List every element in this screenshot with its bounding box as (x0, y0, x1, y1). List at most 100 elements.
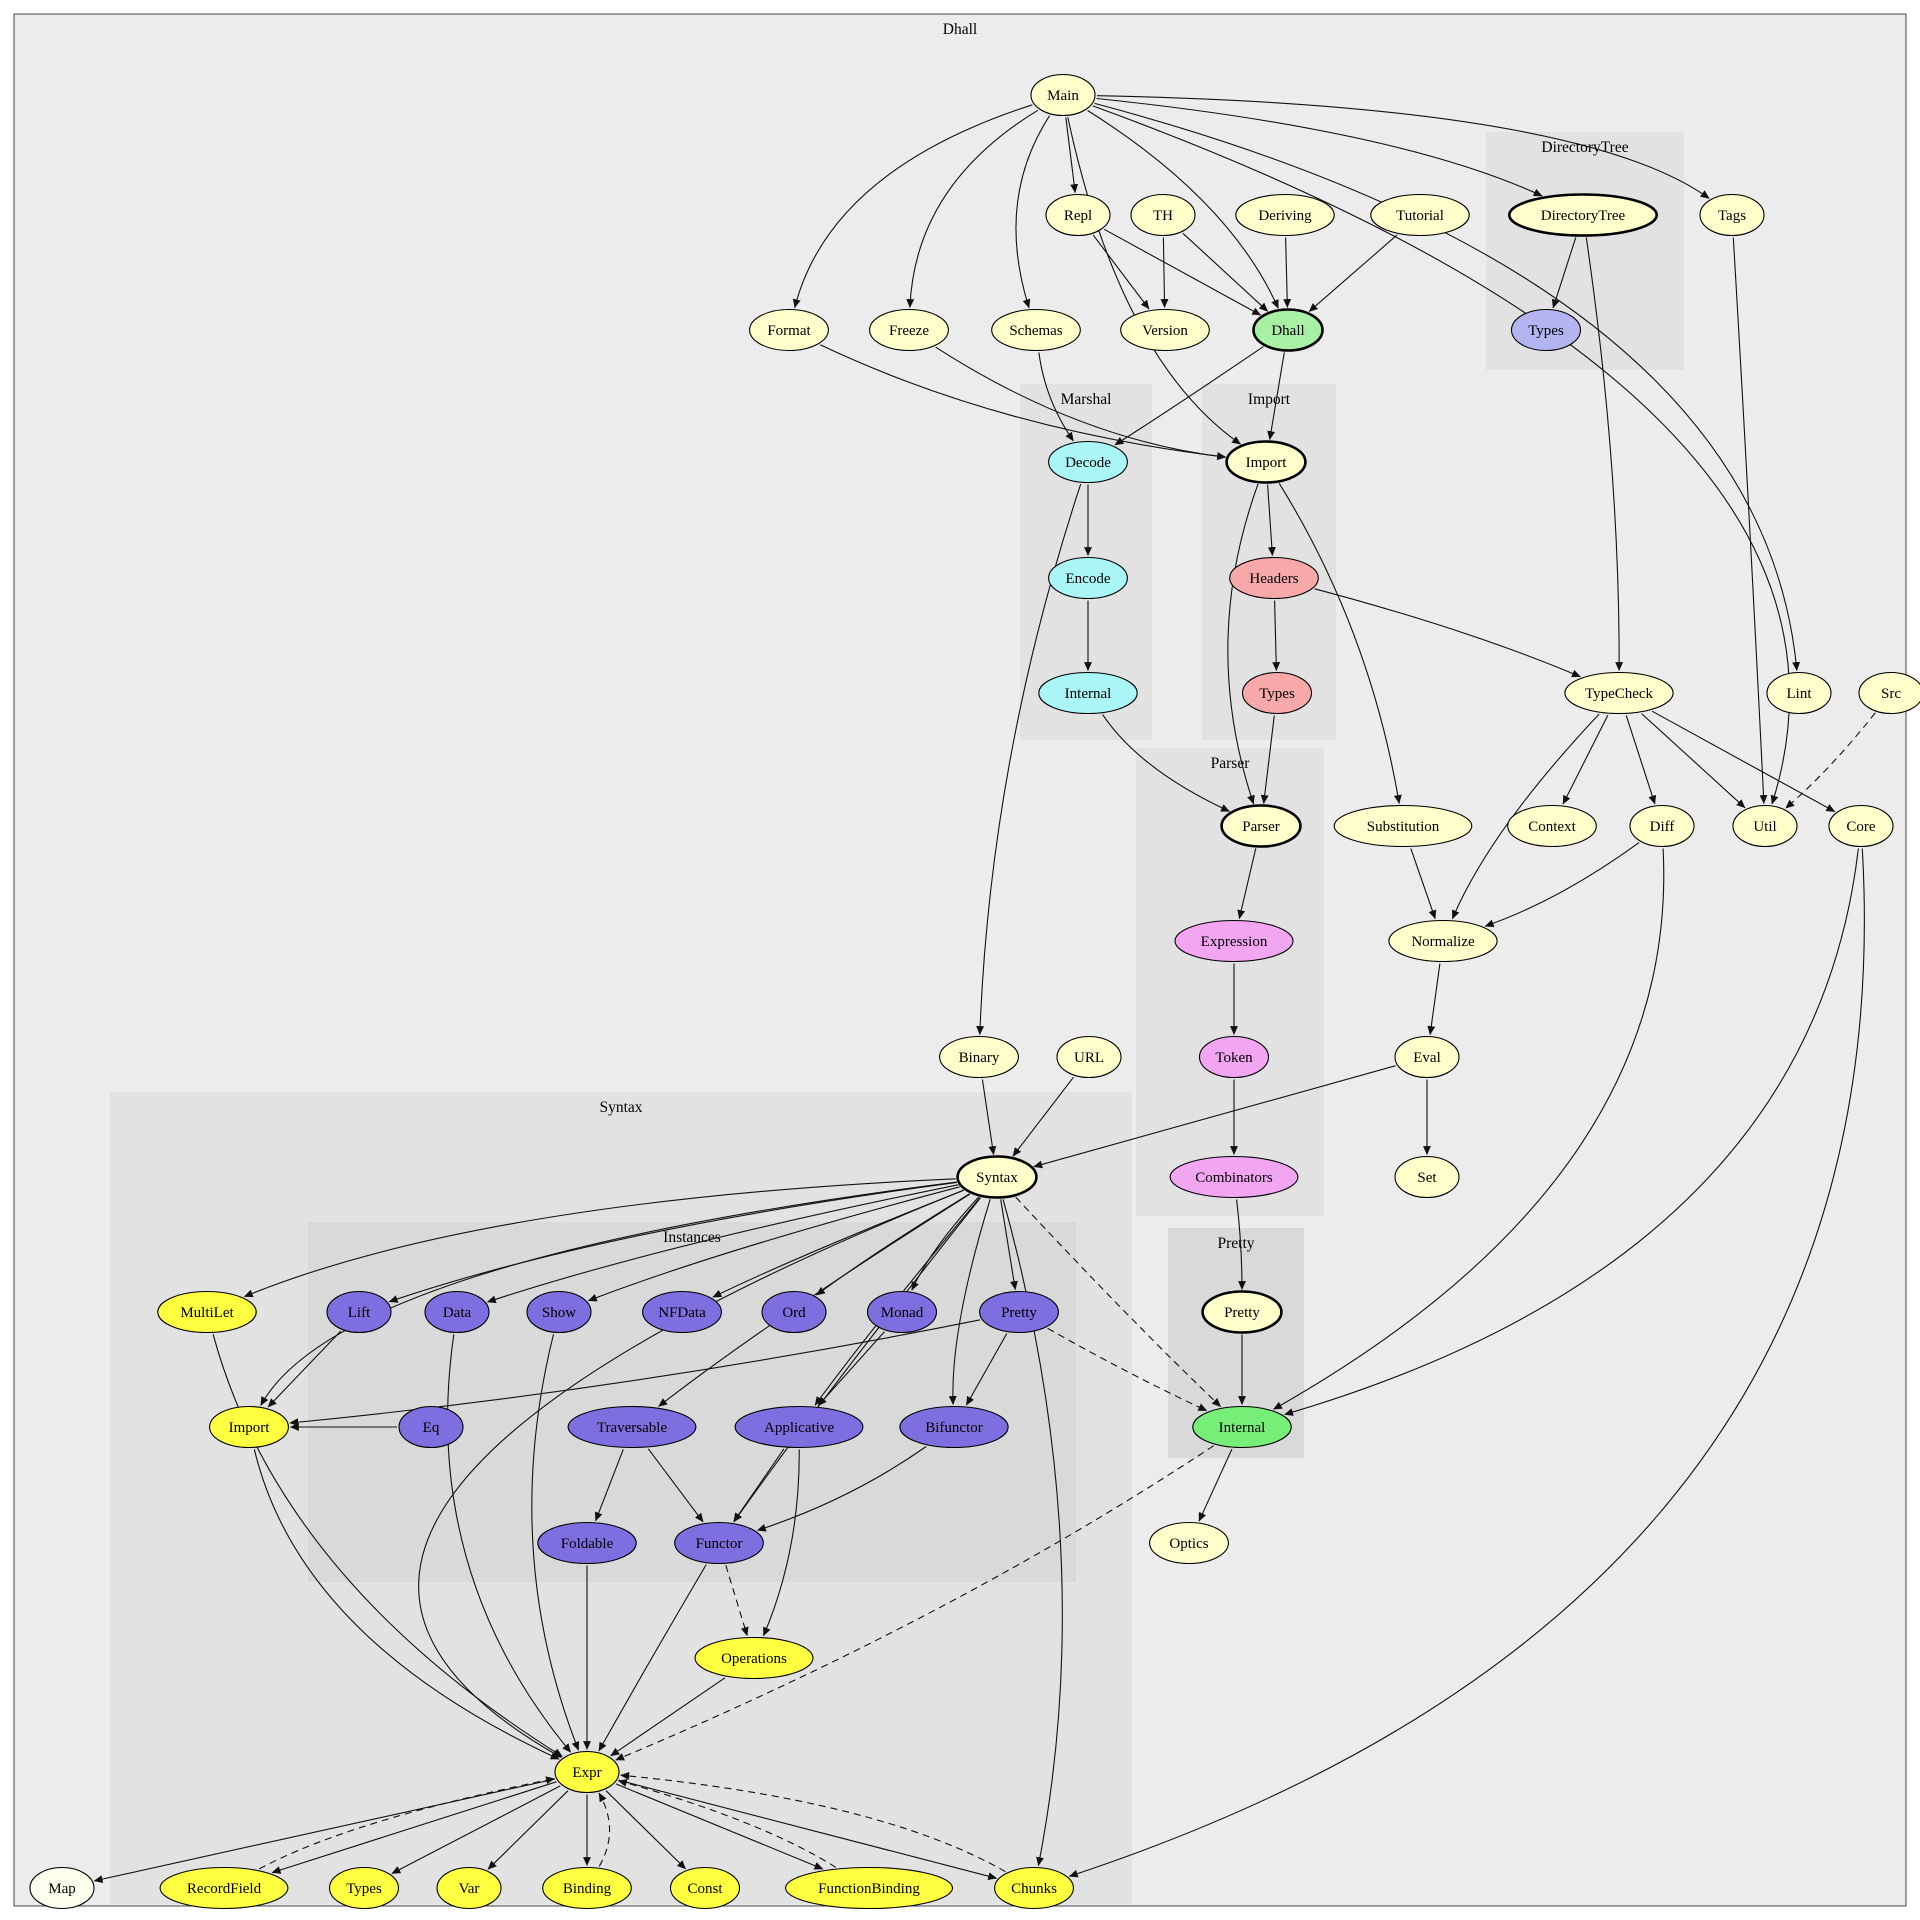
node-foldable: Foldable (537, 1521, 637, 1565)
node-binary: Binary (939, 1035, 1019, 1079)
node-deriving: Deriving (1235, 193, 1335, 237)
node-s_types: Types (328, 1866, 400, 1910)
node-shape-tags (1699, 193, 1765, 237)
node-shape-lift (326, 1290, 392, 1334)
node-shape-encode (1048, 556, 1128, 600)
node-label-s_import: Import (229, 1420, 271, 1436)
node-import: Import (1225, 440, 1307, 484)
node-shape-lint (1766, 671, 1832, 715)
node-shape-var (436, 1866, 502, 1910)
edge-main-tags (1096, 95, 1710, 199)
node-shape-typecheck (1564, 671, 1674, 715)
node-ord: Ord (761, 1290, 827, 1334)
node-label-dt_types: Types (1528, 323, 1564, 339)
node-shape-headers (1229, 556, 1319, 600)
edge-parser-expression (1237, 848, 1257, 920)
node-shape-const (669, 1866, 741, 1910)
node-shape-schemas (991, 308, 1081, 352)
node-shape-token (1198, 1035, 1270, 1079)
node-core: Core (1828, 804, 1894, 848)
edge-recordfield-expr (258, 1776, 555, 1870)
node-label-syntax: Syntax (976, 1170, 1018, 1186)
node-label-recordfield: RecordField (187, 1881, 262, 1897)
node-shape-src (1858, 671, 1920, 715)
node-label-ord: Ord (782, 1305, 806, 1321)
node-label-p_pretty: Pretty (1224, 1305, 1260, 1321)
node-eval: Eval (1394, 1035, 1460, 1079)
edge-binding-expr (598, 1792, 611, 1867)
edge-i_types-parser (1260, 715, 1275, 804)
node-shape-traversable (567, 1405, 697, 1449)
node-shape-format (749, 308, 829, 352)
node-shape-dt_types (1510, 308, 1582, 352)
edge-syntax-p_internal (1015, 1196, 1221, 1407)
edge-th-dhall (1182, 232, 1269, 312)
node-lift: Lift (326, 1290, 392, 1334)
edge-operations-expr (610, 1677, 726, 1757)
edge-i_pretty-p_internal (1047, 1327, 1208, 1412)
node-label-monad: Monad (881, 1305, 924, 1321)
node-shape-monad (866, 1290, 938, 1334)
node-label-import: Import (1246, 455, 1288, 471)
node-shape-m_internal (1038, 671, 1138, 715)
node-binding: Binding (542, 1866, 632, 1910)
edge-syntax-multilet (243, 1178, 956, 1298)
node-shape-import (1225, 440, 1307, 484)
edge-main-schemas (1015, 115, 1051, 309)
edge-dhall-decode (1114, 346, 1264, 446)
node-shape-deriving (1235, 193, 1335, 237)
node-shape-repl (1045, 193, 1111, 237)
node-var: Var (436, 1866, 502, 1910)
node-main: Main (1030, 73, 1096, 117)
node-token: Token (1198, 1035, 1270, 1079)
node-label-set: Set (1417, 1170, 1437, 1186)
node-shape-functionbinding (784, 1866, 954, 1910)
edge-core-p_internal (1284, 848, 1859, 1416)
node-shape-show (526, 1290, 592, 1334)
node-context: Context (1507, 804, 1597, 848)
node-label-var: Var (459, 1881, 480, 1897)
cluster-label-prettyc: Pretty (1217, 1235, 1254, 1252)
edge-normalize-eval (1427, 963, 1441, 1036)
edge-binary-syntax (981, 1079, 997, 1156)
edge-repl-dhall (1103, 228, 1262, 316)
edge-s_import-expr (253, 1449, 560, 1760)
node-dt_types: Types (1510, 308, 1582, 352)
node-label-combinators: Combinators (1195, 1170, 1273, 1186)
node-label-binding: Binding (563, 1881, 612, 1897)
edge-functor-operations (725, 1565, 749, 1637)
node-shape-dhall (1252, 308, 1324, 352)
cluster-label-directorytree: DirectoryTree (1541, 139, 1628, 156)
node-label-parser: Parser (1242, 819, 1280, 835)
node-label-const: Const (687, 1881, 723, 1897)
node-label-multilet: MultiLet (180, 1305, 234, 1321)
edge-lift-s_import (267, 1330, 342, 1408)
node-nfdata: NFData (642, 1290, 722, 1334)
edge-monad-applicative (817, 1331, 885, 1406)
edge-syntax-show (587, 1186, 960, 1302)
edge-functionbinding-expr (617, 1779, 837, 1868)
edge-multilet-expr (212, 1334, 563, 1757)
edge-expr-recordfield (271, 1781, 557, 1874)
node-shape-combinators (1169, 1155, 1299, 1199)
edge-diff-normalize (1484, 842, 1640, 928)
node-shape-normalize (1388, 919, 1498, 963)
node-encode: Encode (1048, 556, 1128, 600)
node-normalize: Normalize (1388, 919, 1498, 963)
node-data: Data (424, 1290, 490, 1334)
node-p_internal: Internal (1192, 1405, 1292, 1449)
node-shape-context (1507, 804, 1597, 848)
node-shape-s_types (328, 1866, 400, 1910)
node-tags: Tags (1699, 193, 1765, 237)
node-m_internal: Internal (1038, 671, 1138, 715)
node-applicative: Applicative (734, 1405, 864, 1449)
node-shape-util (1732, 804, 1798, 848)
node-shape-substitution (1333, 804, 1473, 848)
edge-expr-functionbinding (615, 1783, 824, 1870)
edge-import-headers (1267, 484, 1276, 556)
edge-typecheck-util (1641, 713, 1746, 809)
node-tutorial: Tutorial (1370, 193, 1470, 237)
edge-syntax-s_import (260, 1181, 957, 1406)
node-diff: Diff (1629, 804, 1695, 848)
